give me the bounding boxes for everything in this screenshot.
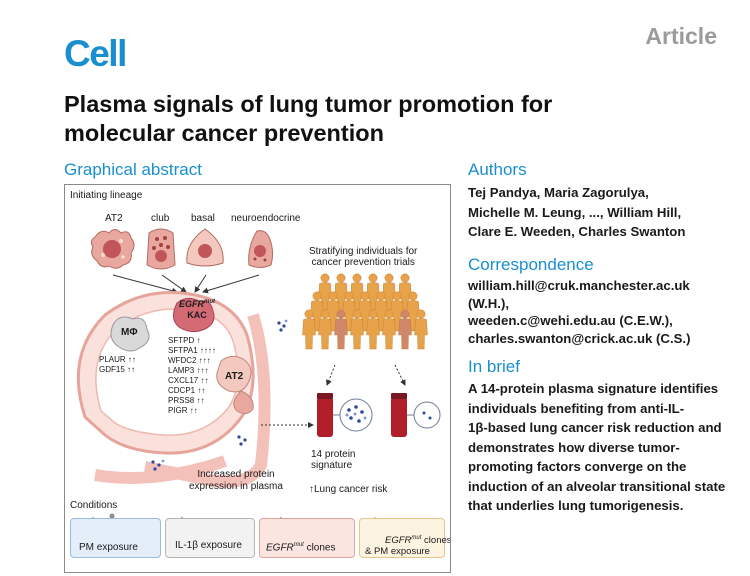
kac-label: EGFRmut KAC	[178, 299, 215, 320]
signature-text: 14 protein signature	[311, 449, 356, 471]
crowd-illustration	[302, 273, 428, 350]
authors-line: Clare E. Weeden, Charles Swanton	[468, 224, 686, 239]
cell-label-neuroendocrine: neuroendocrine	[231, 213, 301, 224]
blood-vessel	[143, 313, 271, 488]
condition-box-pm	[70, 518, 161, 558]
initiating-lineage-label: Initiating lineage	[70, 190, 143, 201]
condition-label-egfr: EGFRmut clones	[266, 542, 336, 554]
gene-item: CDCP1 ↑↑	[168, 386, 206, 395]
cell-label-basal: basal	[191, 213, 215, 224]
abstract-illustration	[76, 228, 441, 540]
kac-cell-icon	[173, 297, 215, 333]
blood-tube-right	[391, 393, 407, 437]
journal-logo: Cell	[64, 33, 127, 74]
magnifier-icon	[333, 398, 373, 432]
increased-protein-text: Increased protein expression in plasma	[189, 469, 283, 492]
gene-item: SFTPA1 ↑↑↑↑	[168, 346, 216, 355]
gene-item: WFDC2 ↑↑↑	[168, 356, 211, 365]
gene-item: CXCL17 ↑↑	[168, 376, 209, 385]
lung-cancer-risk-label: ↑Lung cancer risk	[309, 484, 388, 495]
graphical-abstract-figure: Initiating lineage AT2 club basal neuroe…	[64, 184, 451, 573]
correspondence-line: (W.H.),	[468, 295, 510, 311]
correspondence-heading: Correspondence	[468, 255, 594, 274]
title-line: Plasma signals of lung tumor promotion f…	[64, 91, 553, 117]
plasma-protein-dots	[151, 319, 288, 471]
graphical-abstract-heading: Graphical abstract	[64, 160, 202, 179]
authors-heading: Authors	[468, 160, 527, 179]
conditions-label: Conditions	[70, 500, 118, 511]
condition-label-il1b: IL-1β exposure	[175, 540, 242, 551]
neuroendocrine-cell-icon	[248, 230, 274, 268]
stratify-text: Stratifying individuals for cancer preve…	[309, 246, 418, 268]
magnifier-icon	[407, 401, 441, 429]
article-title: Plasma signals of lung tumor promotion f…	[64, 90, 684, 148]
blood-tube-left	[317, 393, 333, 437]
in-brief-text: A 14-protein plasma signature identifies…	[468, 381, 726, 513]
macrophage-markers: PLAUR ↑↑ GDF15 ↑↑	[99, 355, 136, 374]
title-line: molecular cancer prevention	[64, 120, 384, 146]
condition-label-combo: EGFRmut clones & PM exposure	[365, 535, 451, 558]
in-brief-heading: In brief	[468, 357, 520, 376]
gene-item: SFTPD ↑	[168, 336, 201, 345]
cell-label-at2: AT2	[105, 213, 123, 224]
condition-box-il1b	[165, 518, 255, 558]
at2-cell-label: AT2	[225, 371, 244, 382]
email-link[interactable]: william.hill@cruk.manchester.ac.uk	[468, 278, 690, 293]
condition-box-egfr	[259, 518, 355, 558]
macrophage-icon	[110, 316, 150, 352]
at2-transitional-cell-icon	[216, 355, 254, 415]
condition-box-combo	[359, 518, 445, 558]
club-cell-icon	[146, 228, 176, 270]
email-link[interactable]: weeden.c@wehi.edu.au (C.E.W.),	[468, 313, 673, 328]
macrophage-label: MΦ	[121, 327, 138, 338]
gene-item: PIGR ↑↑	[168, 406, 198, 415]
cell-label-club: club	[151, 213, 170, 224]
article-type-label: Article	[645, 23, 717, 49]
authors-list: Tej Pandya, Maria Zagorulya, Michelle M.…	[468, 183, 685, 242]
authors-line: Tej Pandya, Maria Zagorulya,	[468, 185, 649, 200]
authors-line: Michelle M. Leung, ..., William Hill,	[468, 204, 682, 220]
condition-label-pm: PM exposure	[79, 542, 138, 553]
at2-cell-icon	[90, 229, 135, 269]
gene-item: PRSS8 ↑↑	[168, 396, 205, 405]
email-link[interactable]: charles.swanton@crick.ac.uk (C.S.)	[468, 330, 691, 346]
correspondence-list: william.hill@cruk.manchester.ac.uk (W.H.…	[468, 277, 690, 347]
gene-item: LAMP3 ↑↑↑	[168, 366, 209, 375]
basal-cell-icon	[186, 228, 224, 267]
gene-list: SFTPD ↑ SFTPA1 ↑↑↑↑ WFDC2 ↑↑↑ LAMP3 ↑↑↑ …	[168, 336, 216, 416]
